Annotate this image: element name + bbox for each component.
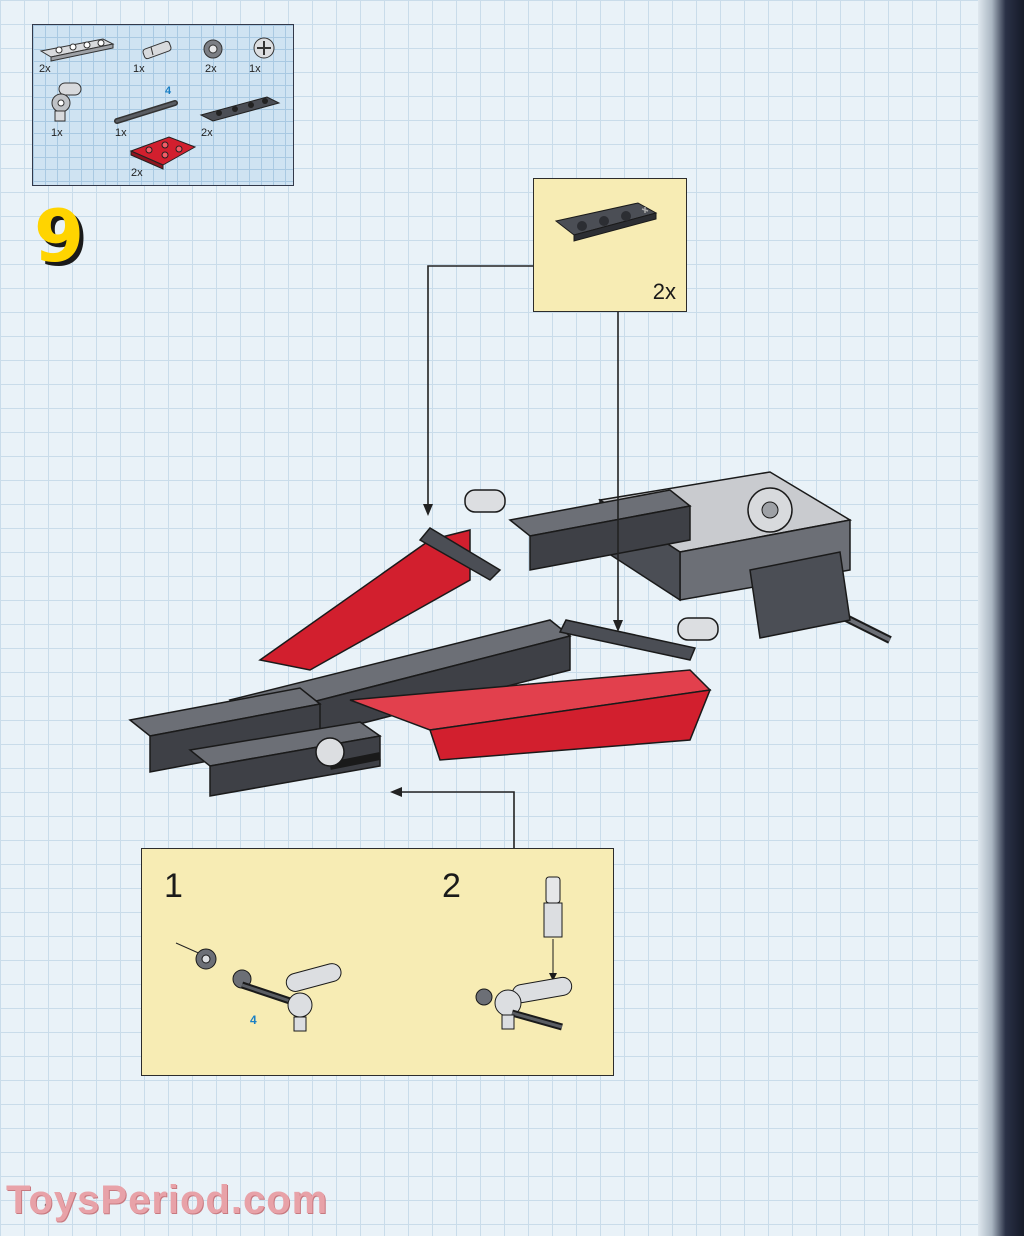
step-number: 9 — [34, 194, 85, 278]
callout-qty: 2x — [652, 279, 676, 304]
substep-2-diagram — [475, 876, 573, 1031]
parts-list-box: 2x 1x 2x 1x 1x 4 1x — [32, 24, 294, 186]
page-number: 8 — [44, 1200, 52, 1215]
qty-label: 2x — [205, 63, 217, 75]
axle-icon — [114, 100, 178, 124]
perpendicular-connector-icon — [51, 82, 82, 122]
plate-with-holes-icon — [199, 96, 281, 122]
bush-icon — [203, 39, 223, 59]
chassis-assembly-illustration — [128, 471, 892, 797]
qty-label: 1x — [51, 127, 63, 139]
qty-label: 2x — [39, 63, 51, 75]
plate-1x4-icon — [39, 38, 115, 62]
gear-wheel-icon — [253, 37, 275, 59]
qty-label: 1x — [115, 127, 127, 139]
instruction-page: 2x 1x 2x 1x 1x 4 1x — [0, 0, 978, 1236]
axle-length-label: 4 — [250, 1013, 257, 1027]
substep-1-diagram — [175, 942, 342, 1032]
qty-label: 2x — [131, 167, 143, 179]
callout-box-liftarm: 2x — [533, 178, 687, 312]
axle-length-label: 4 — [165, 85, 172, 97]
pointer-lines — [390, 265, 623, 848]
callout-box-subassembly: 1 2 4 — [141, 848, 614, 1076]
substep-1-number: 1 — [164, 867, 183, 905]
qty-label: 1x — [133, 63, 145, 75]
qty-label: 2x — [201, 127, 213, 139]
liftarm-plate-icon — [554, 202, 658, 242]
pin-connector-icon — [142, 40, 172, 60]
red-wedge-plate-icon — [129, 136, 197, 170]
qty-label: 1x — [249, 63, 261, 75]
substep-2-number: 2 — [442, 867, 461, 905]
binder-spine — [978, 0, 1024, 1236]
watermark: ToysPeriod.com — [6, 1178, 329, 1222]
